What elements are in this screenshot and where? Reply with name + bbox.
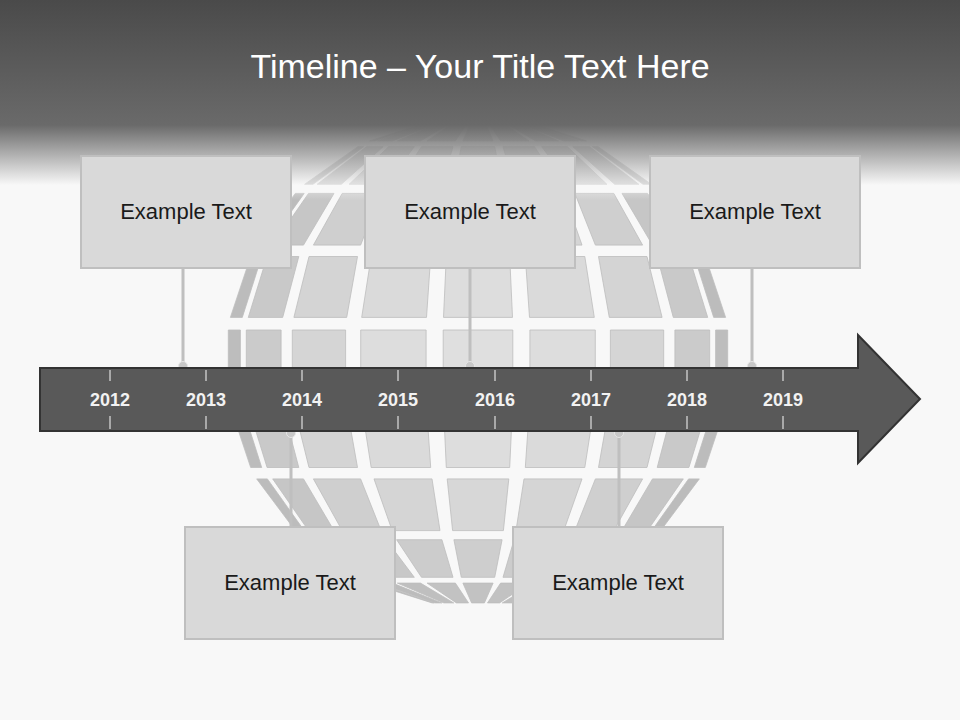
globe-tile <box>463 583 493 603</box>
timeline-arrow: 2012 2013 2014 2015 2016 2017 2018 2019 <box>40 335 920 463</box>
tick-line <box>590 370 591 381</box>
arrow-body <box>40 335 920 463</box>
tick-line <box>494 416 495 429</box>
year-label: 2017 <box>551 389 631 411</box>
globe-tile <box>313 479 381 531</box>
leader-line <box>618 433 621 526</box>
event-text: Example Text <box>224 570 356 596</box>
year-label: 2012 <box>70 389 150 411</box>
year-label: 2018 <box>647 389 727 411</box>
globe-tile <box>294 257 358 318</box>
year-label: 2014 <box>262 389 342 411</box>
globe-tile <box>447 479 509 531</box>
leader-connector <box>615 429 624 527</box>
event-text: Example Text <box>404 199 536 225</box>
leader-line <box>182 269 185 366</box>
event-box: Example Text <box>364 155 576 269</box>
tick-line <box>782 416 783 429</box>
tick-line <box>590 416 591 429</box>
leader-connector <box>179 269 188 371</box>
year-label: 2019 <box>743 389 823 411</box>
globe-tile <box>397 540 453 578</box>
event-text: Example Text <box>552 570 684 596</box>
event-text: Example Text <box>689 199 821 225</box>
globe-tile <box>516 479 582 531</box>
globe-tile <box>454 540 502 578</box>
tick-line <box>109 416 110 429</box>
leader-line <box>290 433 293 526</box>
globe-tile <box>374 479 440 531</box>
tick-line <box>301 370 302 381</box>
event-box: Example Text <box>649 155 861 269</box>
year-label: 2016 <box>455 389 535 411</box>
tick-line <box>686 370 687 381</box>
leader-line <box>469 269 472 366</box>
tick-line <box>686 416 687 429</box>
event-box: Example Text <box>80 155 292 269</box>
tick-line <box>205 416 206 429</box>
year-label: 2015 <box>358 389 438 411</box>
year-label: 2013 <box>166 389 246 411</box>
tick-line <box>397 416 398 429</box>
globe-tile <box>652 479 700 531</box>
globe-tile <box>427 583 468 603</box>
event-box: Example Text <box>512 526 724 640</box>
leader-connector <box>748 269 757 371</box>
tick-line <box>494 370 495 381</box>
tick-line <box>109 370 110 381</box>
event-text: Example Text <box>120 199 252 225</box>
leader-connector <box>466 269 475 371</box>
leader-connector <box>287 429 296 527</box>
tick-line <box>397 370 398 381</box>
slide-title: Timeline – Your Title Text Here <box>0 42 960 90</box>
event-box: Example Text <box>184 526 396 640</box>
tick-line <box>205 370 206 381</box>
leader-line <box>751 269 754 366</box>
tick-line <box>301 416 302 429</box>
tick-line <box>782 370 783 381</box>
